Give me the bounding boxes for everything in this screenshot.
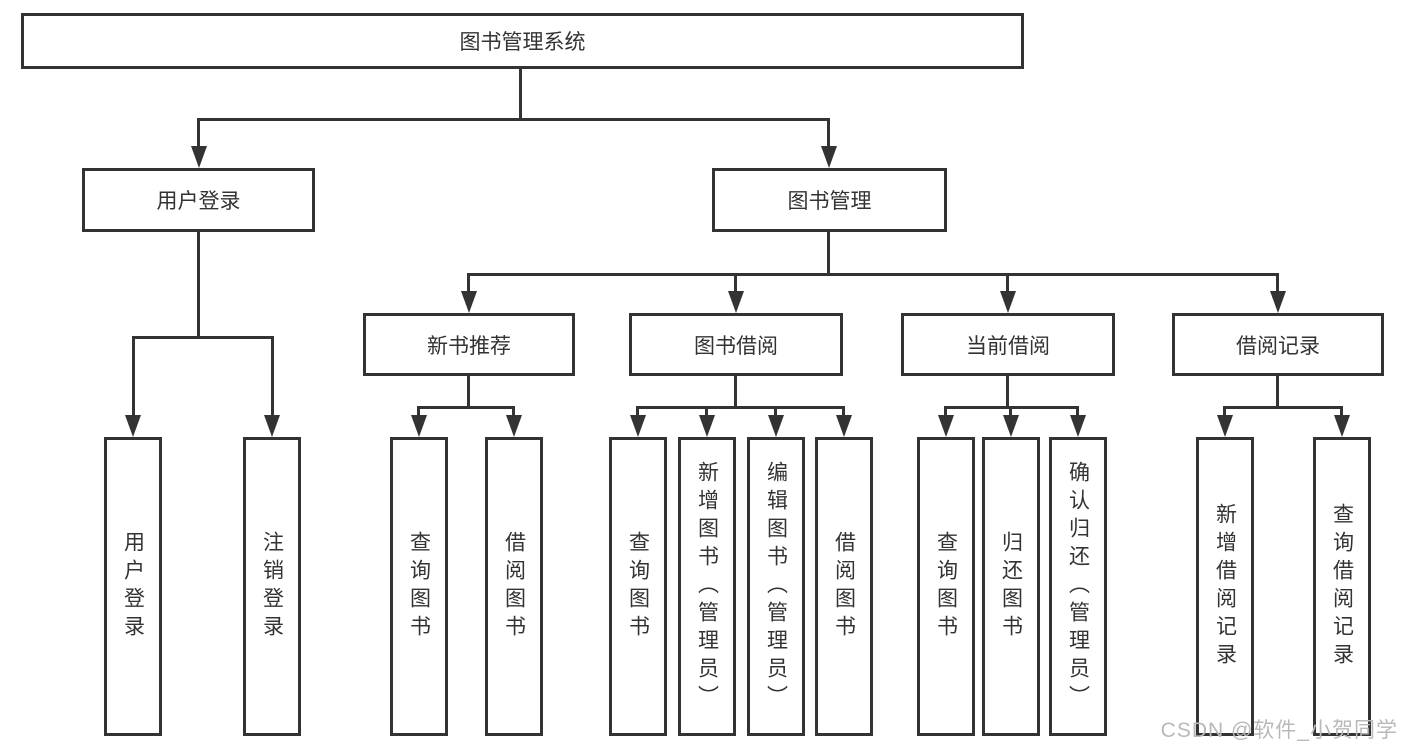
connector-current-stub — [1006, 376, 1009, 406]
leaf-confirm-return-admin: 确认归还（管理员） — [1049, 437, 1107, 736]
leaf-edit-books-admin: 编辑图书（管理员） — [747, 437, 805, 736]
node-label: 查询借阅记录 — [1330, 502, 1354, 671]
node-library-management-system: 图书管理系统 — [21, 13, 1024, 69]
csdn-watermark: CSDN @软件_小贺同学 — [1160, 719, 1398, 742]
connector-drop — [1340, 406, 1343, 419]
leaf-query-books-recommend: 查询图书 — [390, 437, 448, 736]
leaf-query-books-borrow: 查询图书 — [609, 437, 667, 736]
connector-drop — [1009, 406, 1012, 419]
leaf-add-borrow-record: 新增借阅记录 — [1196, 437, 1254, 736]
connector-drop — [842, 406, 845, 419]
node-book-management: 图书管理 — [712, 168, 947, 232]
arrow-down-icon — [836, 415, 852, 437]
connector-root-stub — [519, 69, 522, 118]
connector-drop — [271, 336, 274, 419]
node-label: 新书推荐 — [427, 334, 511, 358]
arrow-down-icon — [1334, 415, 1350, 437]
connector-drop — [1223, 406, 1226, 419]
connector-drop — [944, 406, 947, 419]
arrow-down-icon — [1000, 291, 1016, 313]
node-label: 借阅记录 — [1236, 334, 1320, 358]
node-label: 用户登录 — [121, 530, 145, 643]
arrow-down-icon — [125, 415, 141, 437]
node-label: 借阅图书 — [832, 530, 856, 643]
leaf-borrow-books-recommend: 借阅图书 — [485, 437, 543, 736]
connector-borrowing-stub — [734, 376, 737, 406]
arrow-down-icon — [1217, 415, 1233, 437]
connector-records-stub — [1276, 376, 1279, 406]
arrow-down-icon — [1070, 415, 1086, 437]
connector-userlogin-bar — [132, 336, 274, 339]
leaf-user-login: 用户登录 — [104, 437, 162, 736]
arrow-down-icon — [938, 415, 954, 437]
node-label: 借阅图书 — [502, 530, 526, 643]
node-book-borrowing: 图书借阅 — [629, 313, 843, 376]
arrow-down-icon — [191, 146, 207, 168]
leaf-return-books: 归还图书 — [982, 437, 1040, 736]
connector-root-bar — [197, 118, 830, 121]
arrow-down-icon — [461, 291, 477, 313]
arrow-down-icon — [506, 415, 522, 437]
node-label: 归还图书 — [999, 530, 1023, 643]
node-label: 查询图书 — [626, 530, 650, 643]
node-current-borrowing: 当前借阅 — [901, 313, 1115, 376]
connector-drop — [417, 406, 420, 419]
node-label: 新增借阅记录 — [1213, 502, 1237, 671]
connector-userlogin-stub — [197, 232, 200, 336]
connector-drop — [1006, 273, 1009, 295]
arrow-down-icon — [1003, 415, 1019, 437]
node-label: 用户登录 — [156, 190, 241, 213]
node-label: 查询图书 — [934, 530, 958, 643]
arrow-down-icon — [699, 415, 715, 437]
node-label: 查询图书 — [407, 530, 431, 643]
node-user-login: 用户登录 — [82, 168, 315, 232]
leaf-query-borrow-record: 查询借阅记录 — [1313, 437, 1371, 736]
node-label: 新增图书（管理员） — [695, 460, 719, 713]
arrow-down-icon — [630, 415, 646, 437]
connector-drop — [774, 406, 777, 419]
connector-drop — [636, 406, 639, 419]
node-label: 确认归还（管理员） — [1066, 460, 1090, 713]
connector-drop — [132, 336, 135, 419]
connector-drop — [1276, 273, 1279, 295]
connector-drop — [705, 406, 708, 419]
connector-bookmgmt-bar — [467, 273, 1279, 276]
node-label: 图书管理 — [787, 190, 872, 213]
node-label: 图书借阅 — [694, 334, 778, 358]
node-label: 编辑图书（管理员） — [764, 460, 788, 713]
arrow-down-icon — [728, 291, 744, 313]
node-borrowing-records: 借阅记录 — [1172, 313, 1384, 376]
connector-borrowing-bar — [636, 406, 845, 409]
connector-drop-user-login — [197, 118, 200, 150]
connector-drop — [512, 406, 515, 419]
connector-bookmgmt-stub — [827, 232, 830, 273]
arrow-down-icon — [821, 146, 837, 168]
connector-newbook-stub — [467, 376, 470, 406]
arrow-down-icon — [411, 415, 427, 437]
leaf-add-books-admin: 新增图书（管理员） — [678, 437, 736, 736]
connector-newbook-bar — [417, 406, 515, 409]
node-label: 注销登录 — [260, 530, 284, 643]
connector-records-bar — [1223, 406, 1343, 409]
connector-drop-book-management — [827, 118, 830, 150]
arrow-down-icon — [1270, 291, 1286, 313]
connector-drop — [1076, 406, 1079, 419]
leaf-borrow-books: 借阅图书 — [815, 437, 873, 736]
arrow-down-icon — [264, 415, 280, 437]
leaf-query-books-current: 查询图书 — [917, 437, 975, 736]
node-label: 图书管理系统 — [459, 31, 586, 54]
arrow-down-icon — [768, 415, 784, 437]
leaf-logout: 注销登录 — [243, 437, 301, 736]
node-new-book-recommendation: 新书推荐 — [363, 313, 575, 376]
connector-drop — [467, 273, 470, 295]
node-label: 当前借阅 — [966, 334, 1050, 358]
connector-drop — [734, 273, 737, 295]
